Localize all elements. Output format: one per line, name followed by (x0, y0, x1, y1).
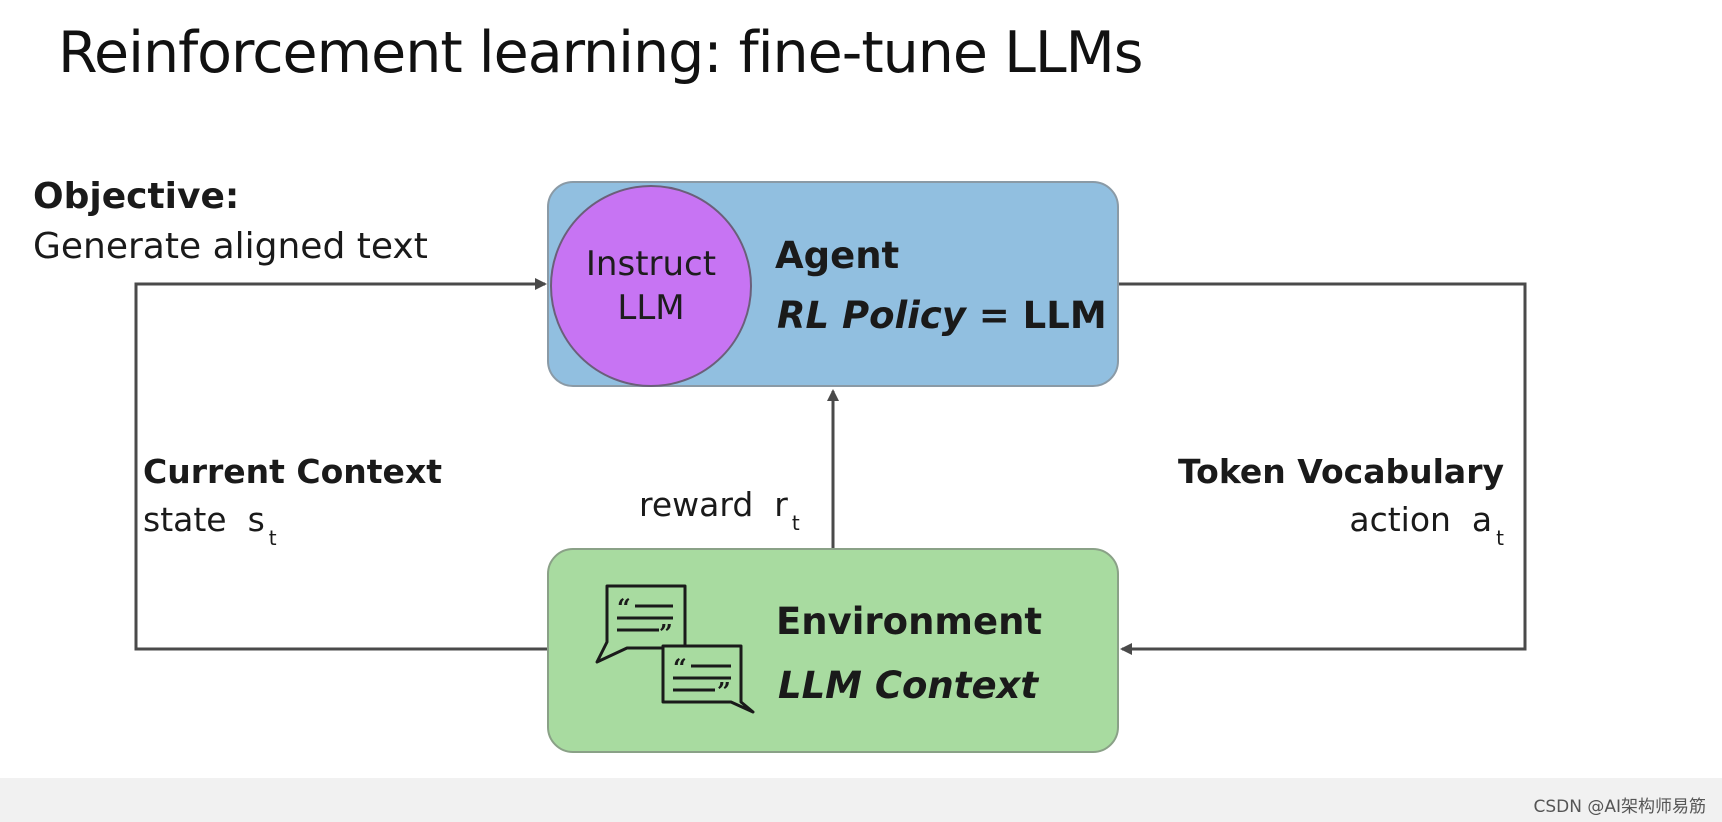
footer-bar (0, 778, 1722, 822)
svg-text:“: “ (673, 653, 687, 682)
svg-text:“: “ (617, 593, 631, 622)
action-symbol: a (1471, 500, 1493, 539)
policy-rest: = LLM (965, 294, 1107, 337)
circle-line-1: Instruct (585, 243, 717, 284)
policy-italic: RL Policy (777, 294, 966, 337)
state-symbol: s (247, 500, 265, 539)
agent-label: Agent (775, 234, 900, 277)
environment-label: Environment (776, 600, 1043, 643)
state-subscript: t (268, 526, 277, 550)
token-vocabulary-heading: Token Vocabulary (1178, 452, 1504, 491)
slide-title: Reinforcement learning: fine-tune LLMs (58, 20, 1143, 86)
svg-text:”: ” (659, 619, 673, 648)
svg-text:”: ” (717, 677, 731, 706)
watermark: CSDN @AI架构师易筋 (1533, 797, 1706, 817)
reward-word: reward (639, 485, 754, 524)
state-word: state (143, 500, 227, 539)
environment-context: LLM Context (778, 664, 1039, 707)
current-context-heading: Current Context (143, 452, 442, 491)
action-arrow (1119, 282, 1527, 655)
instruct-llm-circle: Instruct LLM (550, 185, 752, 387)
reward-symbol: r (774, 485, 788, 524)
agent-policy: RL Policy = LLM (777, 294, 1107, 337)
chat-bubbles-icon: “ ” “ ” (595, 584, 755, 714)
state-arrow (134, 278, 547, 651)
objective-heading: Objective: (33, 176, 240, 217)
circle-line-2: LLM (617, 288, 685, 328)
objective-text: Generate aligned text (33, 226, 428, 267)
environment-box (547, 548, 1119, 753)
action-word: action (1349, 500, 1451, 539)
action-subscript: t (1496, 526, 1504, 550)
reward-subscript: t (791, 511, 800, 535)
